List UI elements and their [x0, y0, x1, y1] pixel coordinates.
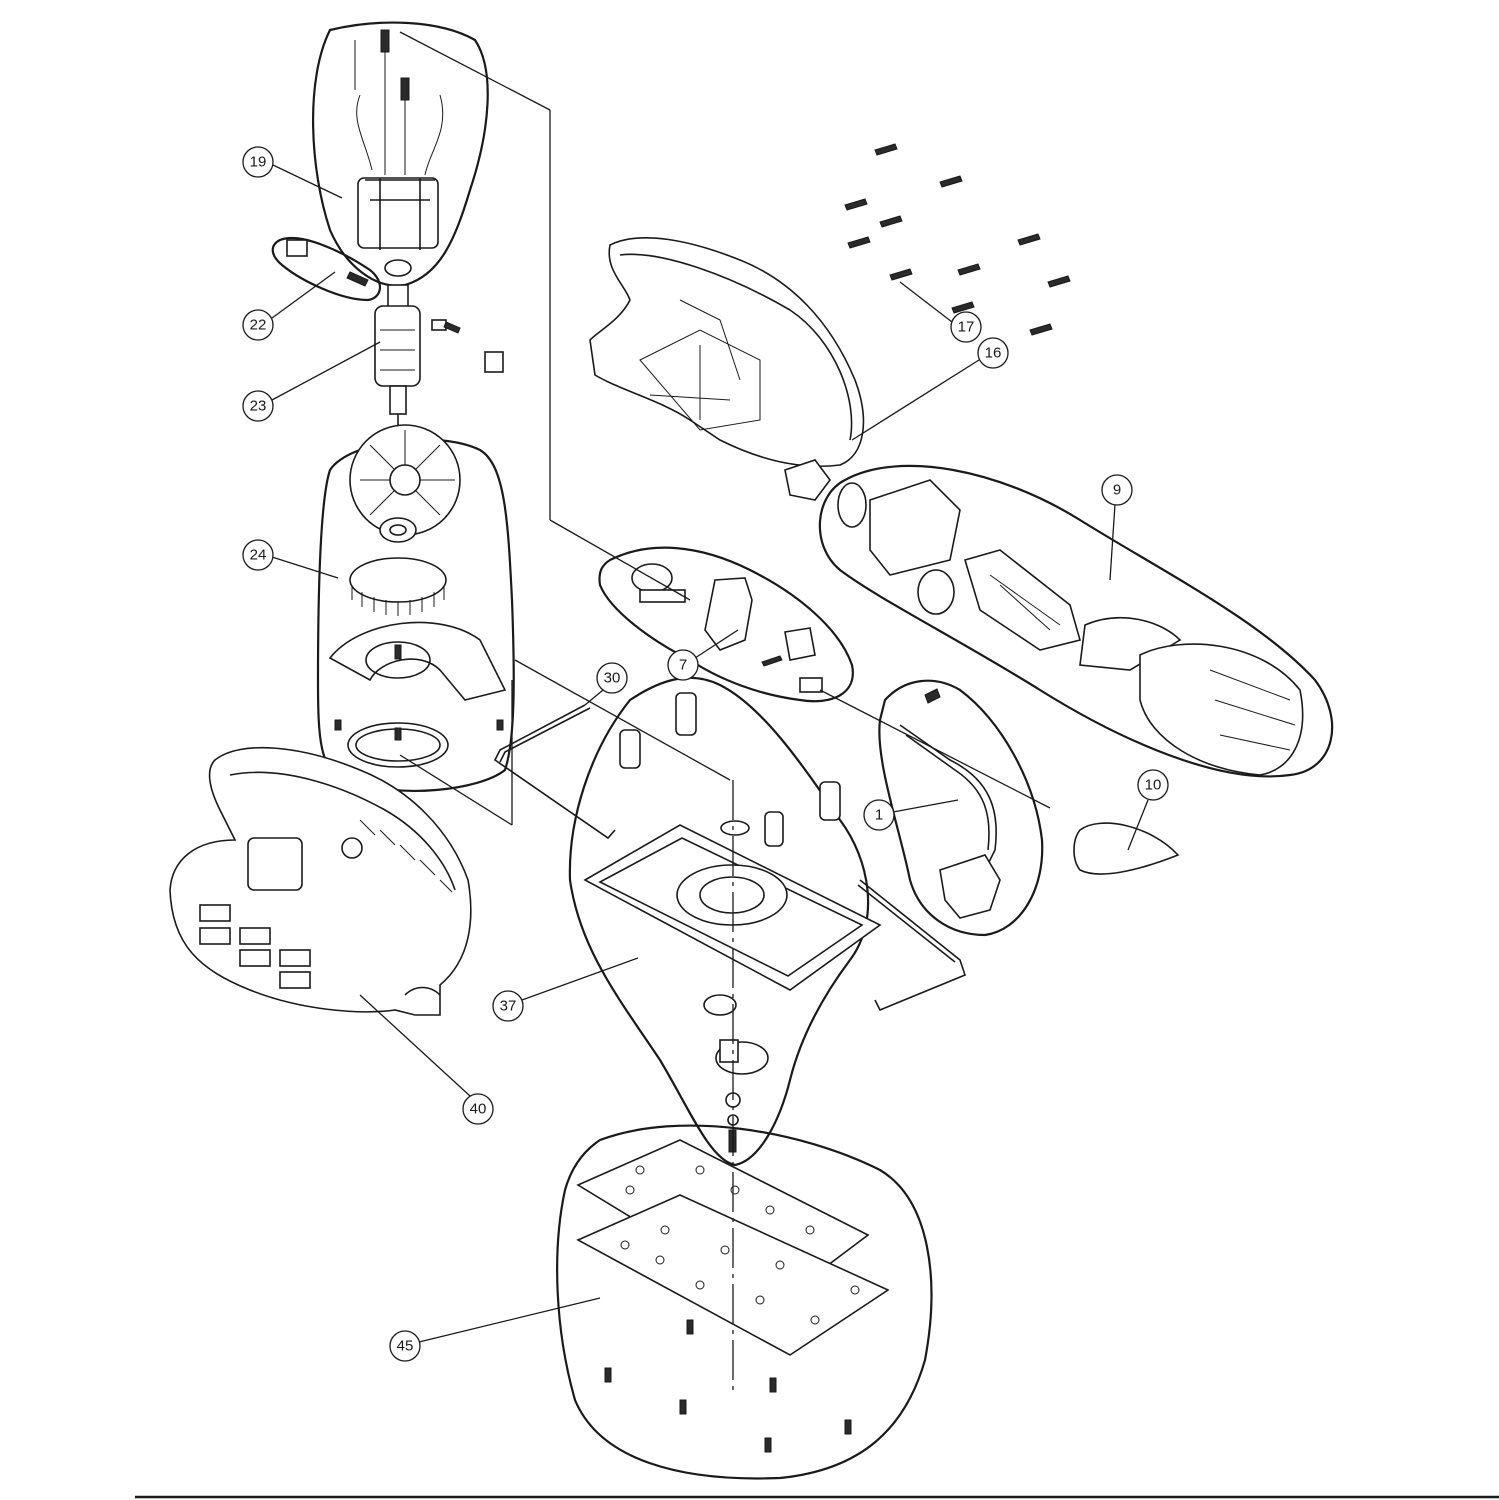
callout-22: 22 — [242, 271, 336, 341]
callout-1-label: 1 — [875, 807, 883, 824]
callout-40-label: 40 — [470, 1101, 487, 1118]
callout-9-label: 9 — [1113, 482, 1121, 499]
callout-30: 30 — [584, 662, 628, 706]
base-assembly-group — [568, 676, 882, 1167]
callout-10-label: 10 — [1145, 777, 1162, 794]
callout-10: 10 — [1127, 769, 1169, 851]
callout-7: 7 — [667, 629, 739, 681]
callout-45: 45 — [389, 1297, 601, 1362]
spring-wire-part — [493, 704, 966, 1012]
label-sheet-part — [1073, 822, 1180, 875]
handle-housing-group — [818, 464, 1334, 778]
motor-field-group — [311, 21, 489, 287]
callout-40: 40 — [359, 994, 494, 1125]
callout-24-label: 24 — [250, 547, 267, 564]
callout-37-label: 37 — [500, 998, 517, 1015]
housing-half-part — [589, 236, 865, 501]
brush-holder-group — [271, 236, 381, 302]
armature-part — [374, 284, 504, 460]
callout-45-label: 45 — [397, 1338, 414, 1355]
callout-17: 17 — [899, 281, 982, 343]
callout-19-label: 19 — [250, 154, 267, 171]
callout-23: 23 — [242, 341, 381, 422]
callout-30-label: 30 — [604, 670, 621, 687]
callout-7-label: 7 — [679, 657, 687, 674]
assembled-sander-part — [169, 746, 472, 1016]
callout-16: 16 — [851, 337, 1009, 441]
callout-22-label: 22 — [250, 317, 267, 334]
power-cord-group — [878, 679, 1044, 937]
sanding-pad-group — [556, 1124, 933, 1480]
fan-housing-group — [316, 424, 515, 792]
screw-set — [844, 143, 1071, 336]
callout-23-label: 23 — [250, 398, 267, 415]
switch-group — [598, 546, 854, 703]
callout-16-label: 16 — [985, 345, 1002, 362]
callout-1: 1 — [863, 799, 959, 831]
callout-19: 19 — [242, 146, 343, 199]
callout-24: 24 — [242, 539, 339, 579]
callout-37: 37 — [492, 957, 639, 1022]
callout-9: 9 — [1101, 474, 1133, 581]
assembly-center-lines — [399, 31, 1051, 1390]
callout-17-label: 17 — [958, 319, 975, 336]
